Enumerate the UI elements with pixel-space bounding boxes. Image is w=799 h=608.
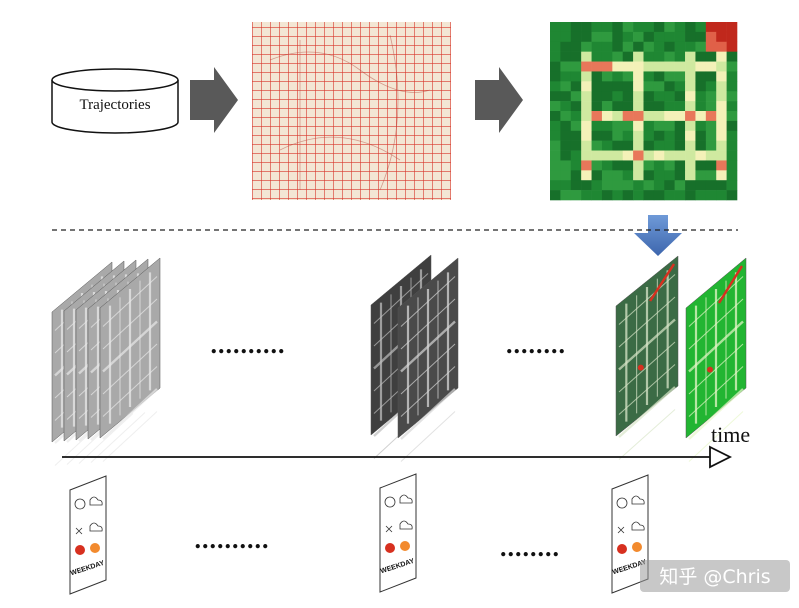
- cloud-icon: [631, 495, 645, 505]
- sun-icon: [74, 498, 86, 510]
- snow-icon: [75, 527, 83, 535]
- frame: [99, 257, 161, 462]
- ellipsis: ........: [506, 330, 566, 359]
- arrow-down-icon: [634, 215, 682, 256]
- cloud-icon: [399, 494, 413, 504]
- context-card: WEEKDAY: [379, 473, 417, 593]
- frame: [615, 255, 679, 460]
- snow-icon: [617, 526, 625, 534]
- time-label: time: [711, 422, 750, 447]
- trajectory-grid-map: [252, 22, 451, 200]
- frame-stack-dark: [370, 254, 459, 462]
- rain-cloud-icon: [399, 520, 413, 530]
- watermark-text: 知乎 @Chris: [659, 566, 770, 588]
- sun-icon: [616, 497, 628, 509]
- holiday-icon: [385, 543, 395, 553]
- trajectories-label: Trajectories: [79, 97, 150, 113]
- event-icon: [90, 543, 100, 553]
- event-icon: [400, 541, 410, 551]
- frame-stack-gray: [51, 257, 161, 466]
- snow-icon: [385, 525, 393, 533]
- event-icon: [632, 542, 642, 552]
- time-axis: time: [62, 422, 750, 469]
- ellipsis: ..........: [195, 525, 270, 554]
- frame: [685, 257, 747, 462]
- watermark: 知乎 @Chris: [640, 560, 790, 592]
- holiday-icon: [75, 545, 85, 555]
- rain-cloud-icon: [89, 522, 103, 532]
- arrow-right-icon: [190, 67, 238, 133]
- trajectories-database-icon: Trajectories: [51, 68, 179, 134]
- ellipsis: ........: [500, 533, 560, 562]
- context-card: WEEKDAY: [69, 475, 107, 595]
- frame: [397, 257, 459, 462]
- rain-cloud-icon: [631, 521, 645, 531]
- cloud-icon: [89, 496, 103, 506]
- traffic-heatmap: [550, 22, 738, 201]
- arrow-right-icon: [475, 67, 523, 133]
- frame-stack-green: [615, 255, 747, 462]
- sun-icon: [384, 496, 396, 508]
- ellipsis: ..........: [211, 330, 286, 359]
- holiday-icon: [617, 544, 627, 554]
